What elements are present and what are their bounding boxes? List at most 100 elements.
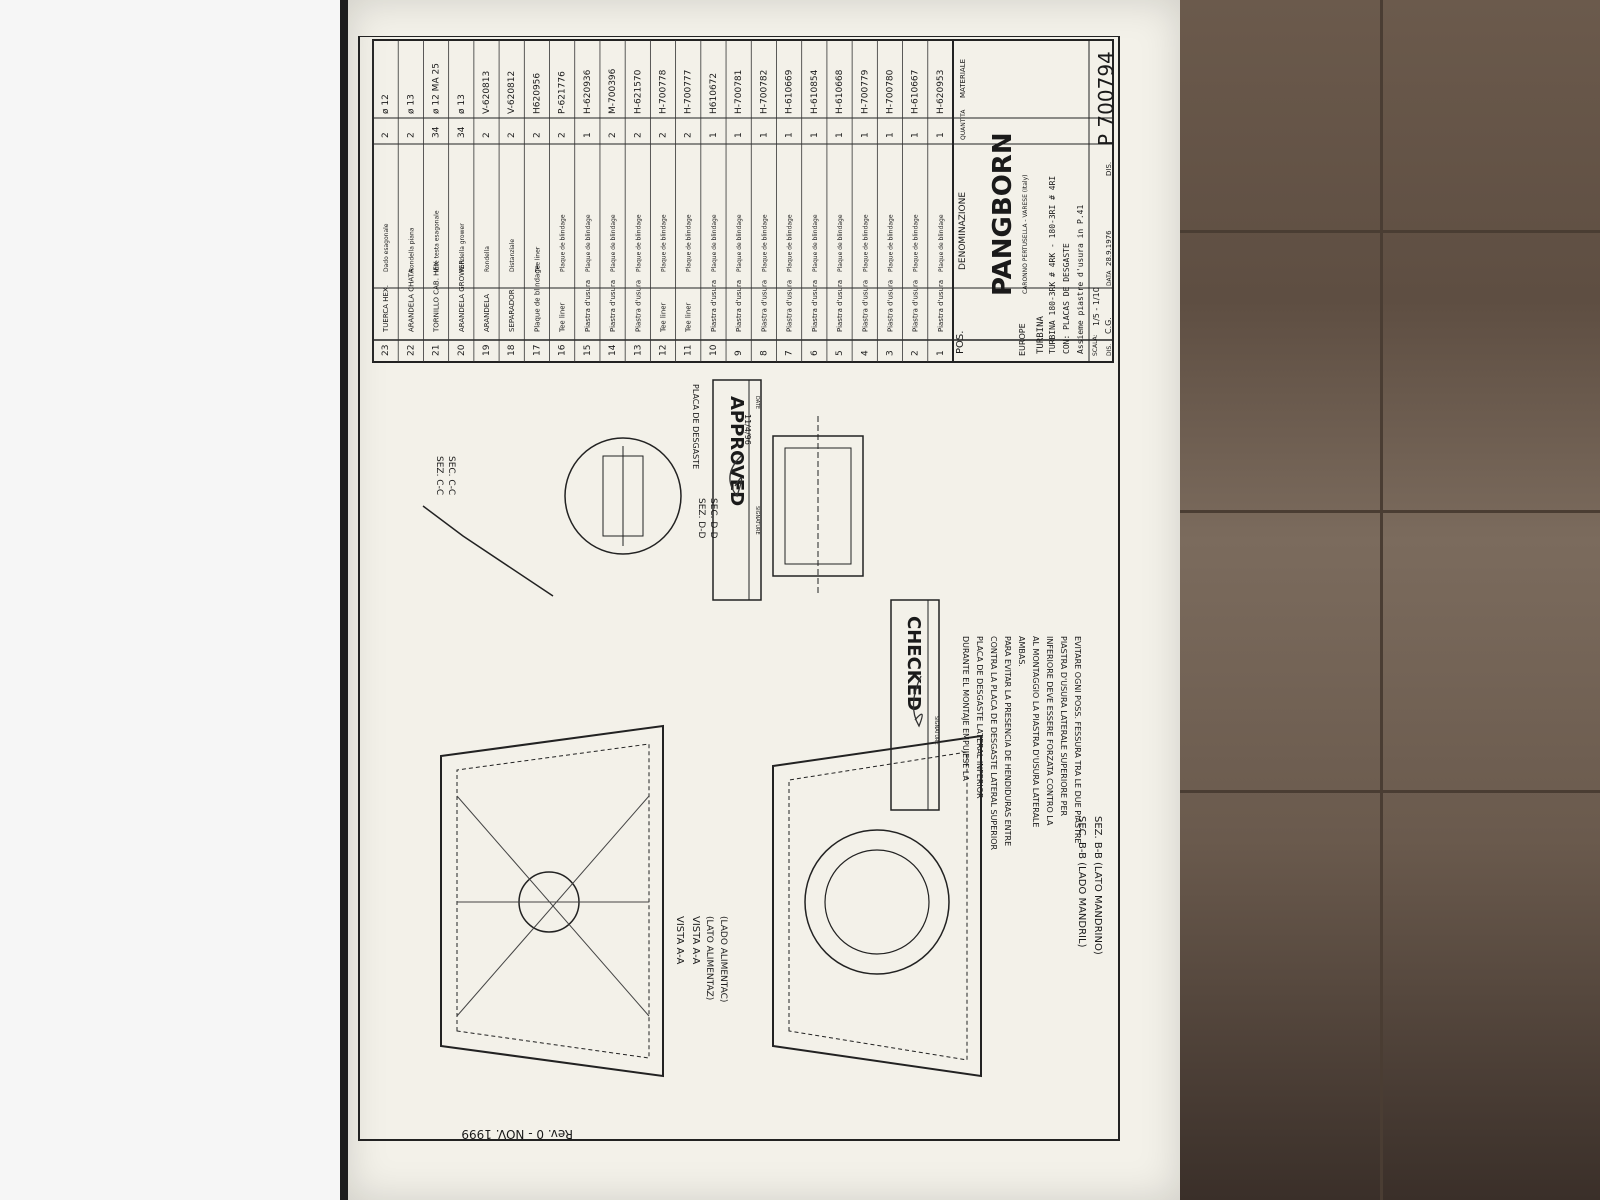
bom-material: H-610667 xyxy=(911,70,921,114)
bom-name-alt: Tee liner xyxy=(534,246,541,273)
bom-qty: 1 xyxy=(583,132,593,138)
bom-qty: 2 xyxy=(608,132,618,138)
bom-name: ARANDELA CHATA xyxy=(407,269,415,332)
vista-aa-label: VISTA A-A xyxy=(674,916,685,964)
bom-material: H-620953 xyxy=(936,70,946,114)
bom-name: Piastra d'usura xyxy=(786,280,794,332)
bom-pos: 9 xyxy=(734,350,744,356)
bom-material: ø 13 xyxy=(457,94,467,114)
bom-pos: 4 xyxy=(860,350,870,356)
approved-stamp: APPROVED SIGNATURE DATE 11/4/96 PLACA DE… xyxy=(691,379,762,601)
approved-signature-label: SIGNATURE xyxy=(754,506,760,535)
scale-label: SCALA: xyxy=(1092,334,1099,356)
section-bb: SEC. B-B (LADO MANDRIL) SEZ. B-B (LATO M… xyxy=(772,734,1103,1078)
bom-name-alt: Plaque de blindage xyxy=(787,214,794,272)
bom-pos: 1 xyxy=(936,350,946,356)
bom-material: V-620812 xyxy=(507,71,517,114)
bom-name: TORNILLO CAB. HEX xyxy=(433,261,441,333)
bom-qty: 1 xyxy=(860,132,870,138)
bom-name-alt: Rondella xyxy=(484,246,491,272)
bom-qty: 1 xyxy=(835,132,845,138)
bom-name-alt: Vite testa esagonale xyxy=(434,210,441,272)
bom-pos: 7 xyxy=(785,350,795,356)
bom-pos: 23 xyxy=(381,345,391,356)
bom-qty: 2 xyxy=(684,132,694,138)
drawing-number-label: DIS. xyxy=(1105,162,1113,176)
title-line-1: TURBINA xyxy=(1036,315,1046,354)
company-address: CARONNO PERTUSELLA - VARESE (Italy) xyxy=(1022,175,1029,295)
sez-bb-label: SEZ. B-B (LATO MANDRINO) xyxy=(1092,816,1103,955)
note-line: DURANTE EL MONTAJE EMPUJESE LA xyxy=(961,636,970,781)
bom-qty: 2 xyxy=(659,132,669,138)
bom-name: Piastra d'usura xyxy=(609,280,617,332)
bom-material: ø 12 xyxy=(381,94,391,114)
bom-name-alt: Plaque de blindage xyxy=(862,214,869,272)
bom-header-qty: QUANTITA xyxy=(960,109,967,140)
bom-qty: 2 xyxy=(633,132,643,138)
bom-header-pos: POS. xyxy=(955,331,966,354)
bom-pos: 21 xyxy=(432,345,442,356)
bom-pos: 15 xyxy=(583,345,593,356)
drawn-label: DIS. xyxy=(1106,344,1113,356)
note-line: PIASTRA D'USURA LATERALE SUPERIORE PER xyxy=(1059,636,1068,817)
bom-name-alt: Plaque de blindage xyxy=(887,214,894,272)
bom-pos: 6 xyxy=(810,350,820,356)
note-line: PARA EVITAR LA PRESENCIA DE HENDIDURAS E… xyxy=(1003,636,1012,846)
drawn-by: C.G. xyxy=(1104,317,1113,334)
bom-name-alt: Distanziale xyxy=(509,239,516,272)
bom-material: H-610854 xyxy=(810,69,820,114)
bom-name-alt: Plaque de blindage xyxy=(661,214,668,272)
bom-pos: 19 xyxy=(482,344,492,356)
bom-pos: 22 xyxy=(406,345,416,356)
bom-material: H-620936 xyxy=(583,69,593,114)
bom-pos: 10 xyxy=(709,344,719,356)
sez-cc-label: SEZ. C-C xyxy=(434,456,444,495)
bom-pos: 11 xyxy=(684,345,694,356)
title-line-3: CON: PLACAS DE DESGASTE xyxy=(1062,243,1071,354)
bom-material: H-610668 xyxy=(835,69,845,114)
bom-name: Plaque de blindage xyxy=(533,265,541,332)
vista-aa-label-2: VISTA A-A xyxy=(690,916,701,964)
bom-pos: 17 xyxy=(532,345,542,356)
bom-name-alt: Plaque de blindage xyxy=(635,214,642,272)
bom-material: H-700779 xyxy=(860,69,870,114)
bom-name-alt: Plaque de blindage xyxy=(736,214,743,272)
note-line: PLACA DE DESGASTE LATERAL INFERIOR xyxy=(975,636,984,799)
bom-name-alt: Plaque de blindage xyxy=(686,214,693,272)
bom-name-alt: Rondella piana xyxy=(408,227,415,272)
bom-material: P-621776 xyxy=(558,71,568,114)
drawing-border xyxy=(358,35,1120,1141)
bom-material: V-620813 xyxy=(482,71,492,114)
bom-qty: 34 xyxy=(432,126,442,138)
bom-name: Piastra d'usura xyxy=(710,280,718,332)
drawing-number: P 700794 xyxy=(1094,51,1118,146)
bom-name-alt: Plaque de blindage xyxy=(913,214,920,272)
bom-header-den: DENOMINAZIONE xyxy=(958,192,968,270)
bom-material: H620956 xyxy=(532,73,542,114)
sec-cc-label: SEC. C-C xyxy=(446,456,456,495)
bom-material: H-700777 xyxy=(684,70,694,114)
bom-name: Piastra d'usura xyxy=(735,280,743,332)
bom-name-alt: Dado esagonale xyxy=(383,223,390,272)
bom-name: SEPARADOR xyxy=(508,289,516,332)
approved-date-label: DATE xyxy=(754,396,760,409)
section-cc: SEC. C-C SEZ. C-C xyxy=(422,437,682,597)
bom-name: Piastra d'usura xyxy=(584,280,592,332)
section-dd: SEC. D-D SEZ. D-D xyxy=(696,416,864,596)
bom-qty: 34 xyxy=(457,126,467,138)
bom-name: Piastra d'usura xyxy=(811,280,819,332)
bom-name: Piastra d'usura xyxy=(634,280,642,332)
sec-dd-label: SEC. D-D xyxy=(708,498,718,539)
bom-material: H-700781 xyxy=(734,70,744,114)
title-block: PANGBORN EUROPE CARONNO PERTUSELLA - VAR… xyxy=(952,39,1118,363)
bom-qty: 2 xyxy=(381,132,391,138)
bom-name: ARANDELA xyxy=(483,294,491,332)
bom-name-alt: Plaque de blindage xyxy=(812,214,819,272)
bom-pos: 8 xyxy=(759,350,769,356)
assembly-notes: DURANTE EL MONTAJE EMPUJESE LA PLACA DE D… xyxy=(961,636,1082,851)
bom-material: ø 12 MA 25 xyxy=(432,63,442,114)
lado-alimentac-label: (LADO ALIMENTAC) xyxy=(718,916,728,1002)
bom-name: Tee liner xyxy=(660,302,668,333)
